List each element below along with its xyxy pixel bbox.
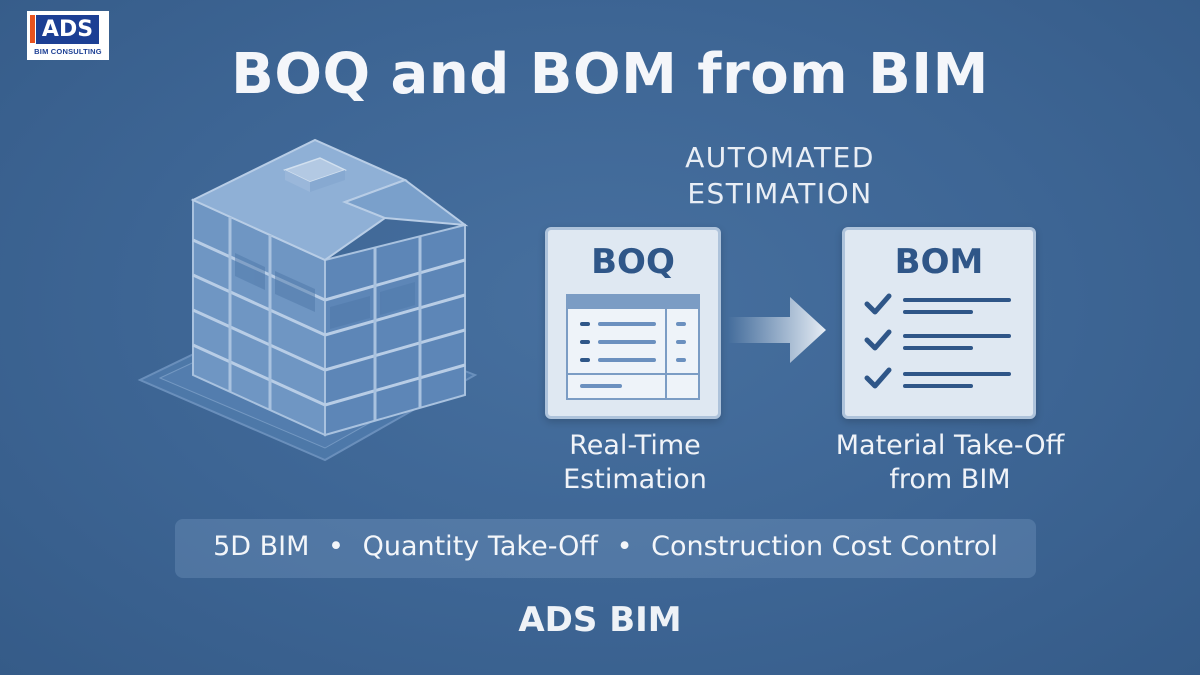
separator-dot: • [328, 531, 344, 562]
boq-card: BOQ [545, 227, 721, 419]
tag-item: Quantity Take-Off [362, 531, 599, 562]
bom-card: BOM [842, 227, 1036, 419]
tag-banner [175, 519, 1036, 578]
page-title: BOQ and BOM from BIM [231, 42, 989, 107]
arrow-right-icon [728, 297, 826, 363]
checklist-icon [864, 293, 1011, 389]
subheading: AUTOMATED ESTIMATION [640, 140, 920, 212]
tag-list: 5D BIM • Quantity Take-Off • Constructio… [175, 531, 1036, 562]
subheading-line1: AUTOMATED [685, 141, 875, 174]
company-logo: ADS BIM CONSULTING [27, 11, 109, 60]
building-illustration [137, 138, 478, 462]
tag-item: 5D BIM [213, 531, 310, 562]
boq-caption: Real-Time Estimation [520, 429, 750, 497]
separator-dot: • [616, 531, 633, 562]
bom-caption: Material Take-Off from BIM [800, 429, 1100, 497]
subheading-line2: ESTIMATION [687, 177, 873, 210]
logo-subtext: BIM CONSULTING [34, 47, 102, 56]
logo-text: ADS [35, 14, 100, 45]
bom-card-title: BOM [894, 242, 984, 282]
bom-caption-line1: Material Take-Off [835, 430, 1065, 461]
spreadsheet-icon [566, 294, 700, 400]
boq-card-title: BOQ [591, 242, 675, 282]
bom-caption-line2: from BIM [889, 464, 1011, 495]
tag-item: Construction Cost Control [651, 531, 998, 562]
boq-caption-line1: Real-Time [569, 430, 701, 461]
boq-caption-line2: Estimation [563, 464, 707, 495]
footer-brand: ADS BIM [518, 600, 682, 640]
